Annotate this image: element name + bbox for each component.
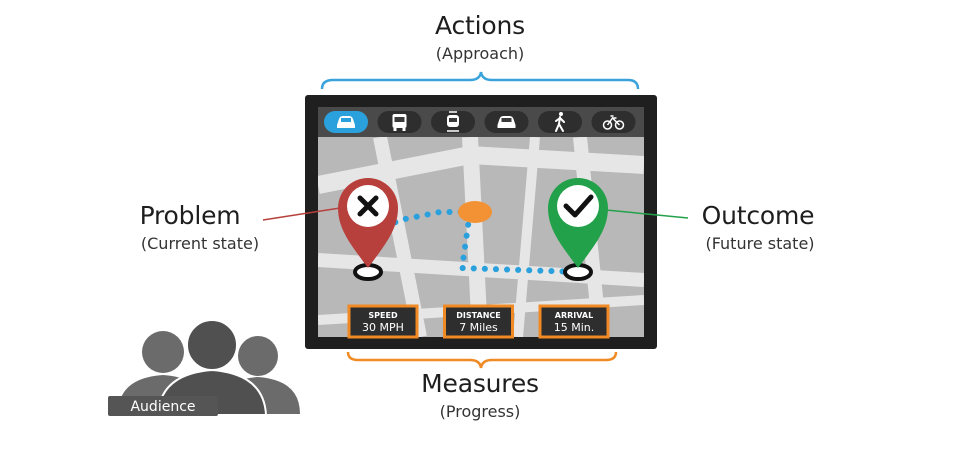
metric-value: 30 MPH: [362, 321, 404, 334]
problem-subtitle: (Current state): [140, 234, 260, 253]
audience-group: Audience: [108, 319, 300, 416]
mode-toolbar: [318, 107, 644, 137]
problem-connector: [262, 207, 341, 221]
walk-icon: [555, 112, 565, 132]
bus-icon: [392, 114, 407, 131]
outcome-subtitle: (Future state): [705, 234, 815, 253]
measures-bracket: [346, 351, 618, 369]
metric-label: SPEED: [368, 311, 398, 320]
metric-label: ARRIVAL: [555, 311, 593, 320]
outcome-connector: [605, 209, 689, 219]
metric-value: 7 Miles: [459, 321, 498, 334]
mode-tab-taxi[interactable]: [484, 111, 529, 133]
mode-tab-car[interactable]: [324, 111, 368, 133]
actions-bracket: [320, 71, 640, 90]
waypoint-marker: [458, 201, 492, 223]
metric-value: 15 Min.: [554, 321, 595, 334]
problem-title: Problem: [139, 201, 241, 230]
problem-pin: [338, 178, 398, 268]
mode-tab-bus[interactable]: [377, 111, 422, 133]
actions-title: Actions: [435, 11, 525, 40]
x-icon: [357, 195, 379, 217]
car-icon: [337, 116, 355, 128]
measures-subtitle: (Progress): [439, 402, 521, 421]
check-icon: [563, 194, 594, 218]
bike-icon: [602, 115, 625, 130]
mode-tab-tram[interactable]: [431, 111, 475, 133]
mode-tab-bike[interactable]: [591, 111, 636, 133]
measures-title: Measures: [421, 369, 539, 398]
outcome-title: Outcome: [701, 201, 815, 230]
taxi-icon: [497, 116, 516, 128]
tram-icon: [447, 111, 459, 132]
audience-label: Audience: [130, 399, 195, 415]
actions-subtitle: (Approach): [435, 44, 525, 63]
mode-tab-walk[interactable]: [538, 111, 582, 133]
metric-label: DISTANCE: [456, 311, 500, 320]
outcome-pin: [548, 178, 608, 268]
